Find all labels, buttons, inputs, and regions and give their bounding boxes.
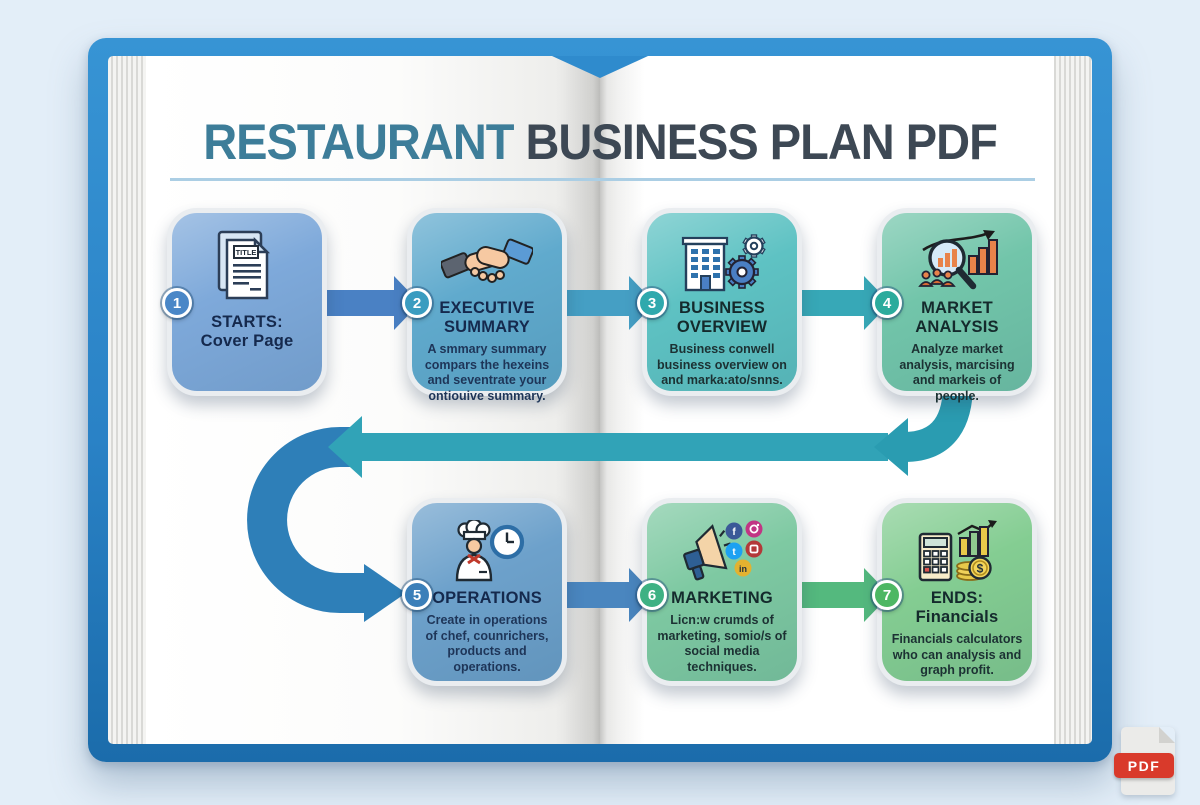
- megaphone-social-icon: f t in: [676, 515, 768, 587]
- arrow-step1-to-2: [322, 276, 420, 330]
- title-rest: BUSINESS PLAN PDF: [525, 113, 997, 170]
- calculator-coins-icon: $: [914, 515, 1000, 587]
- step-number-badge-1: 1: [162, 288, 192, 318]
- cover-page-document-icon: TITLE: [212, 225, 282, 311]
- page-edges-right: [1054, 56, 1092, 744]
- step-title: OPERATIONS: [432, 589, 542, 607]
- drop-arrow-head: [874, 418, 908, 476]
- step-card-business-overview: BUSINESS OVERVIEW Business conwell busin…: [642, 208, 802, 396]
- arrow-step6-to-7: [792, 568, 890, 622]
- spine-shadow: [556, 56, 644, 744]
- step-title: STARTS: Cover Page: [200, 313, 294, 351]
- step-card-financials: $ ENDS: Financials Financials calculator…: [877, 498, 1037, 686]
- step-title: EXECUTIVE SUMMARY: [439, 299, 535, 337]
- step-title: ENDS: Financials: [915, 589, 999, 627]
- step-card-operations: OPERATIONS Create in operations of chef,…: [407, 498, 567, 686]
- pdf-file-icon: PDF: [1114, 727, 1175, 795]
- step-title: BUSINESS OVERVIEW: [676, 299, 768, 337]
- arrow-step5-to-6: [557, 568, 655, 622]
- page-edges-left: [108, 56, 146, 744]
- twitter-glyph: t: [732, 547, 736, 558]
- step-description: A smmary summary compars the hexeins and…: [424, 342, 550, 403]
- loop-arrow: [247, 427, 364, 613]
- step-number-badge-3: 3: [637, 288, 667, 318]
- step-title: MARKETING: [671, 589, 773, 607]
- step-description: Business conwell business overview on an…: [657, 342, 787, 388]
- chef-clock-icon: [443, 515, 531, 587]
- step-number-badge-5: 5: [402, 580, 432, 610]
- title-underline: [170, 178, 1035, 181]
- loop-arrow-head: [364, 564, 406, 622]
- facebook-glyph: f: [732, 527, 736, 538]
- step-card-market-analysis: MARKET ANALYSIS Analyze market analysis,…: [877, 208, 1037, 403]
- step-card-cover-page: TITLE STARTS: Cover Page: [167, 208, 327, 396]
- dollar-glyph: $: [977, 562, 984, 576]
- linkedin-glyph: in: [739, 564, 747, 574]
- building-gears-icon: [678, 225, 766, 297]
- step-description: Analyze market analysis, marcising and m…: [899, 342, 1015, 403]
- arrow-step3-to-4: [792, 276, 890, 330]
- title-highlight: RESTAURANT: [203, 113, 514, 170]
- step-description: Financials calculators who can analysis …: [891, 632, 1023, 678]
- step-number-badge-6: 6: [637, 580, 667, 610]
- step-card-executive-summary: EXECUTIVE SUMMARY A smmary summary compa…: [407, 208, 567, 403]
- step-title: MARKET ANALYSIS: [915, 299, 999, 337]
- pdf-label: PDF: [1114, 753, 1174, 778]
- step-description: Create in operations of chef, counricher…: [425, 613, 549, 674]
- arrow-step2-to-3: [557, 276, 655, 330]
- step-number-badge-2: 2: [402, 288, 432, 318]
- market-research-icon: [913, 225, 1001, 297]
- handshake-icon: [441, 225, 533, 297]
- step-number-badge-7: 7: [872, 580, 902, 610]
- step-description: Licn:w crumds of marketing, somio/s of s…: [657, 613, 787, 674]
- document-title-label: TITLE: [236, 248, 257, 257]
- step-card-marketing: f t in MARKETING Licn:w crumds of market…: [642, 498, 802, 686]
- pdf-fold-corner: [1159, 727, 1175, 743]
- step-number-badge-4: 4: [872, 288, 902, 318]
- return-bar-arrow: [328, 416, 888, 478]
